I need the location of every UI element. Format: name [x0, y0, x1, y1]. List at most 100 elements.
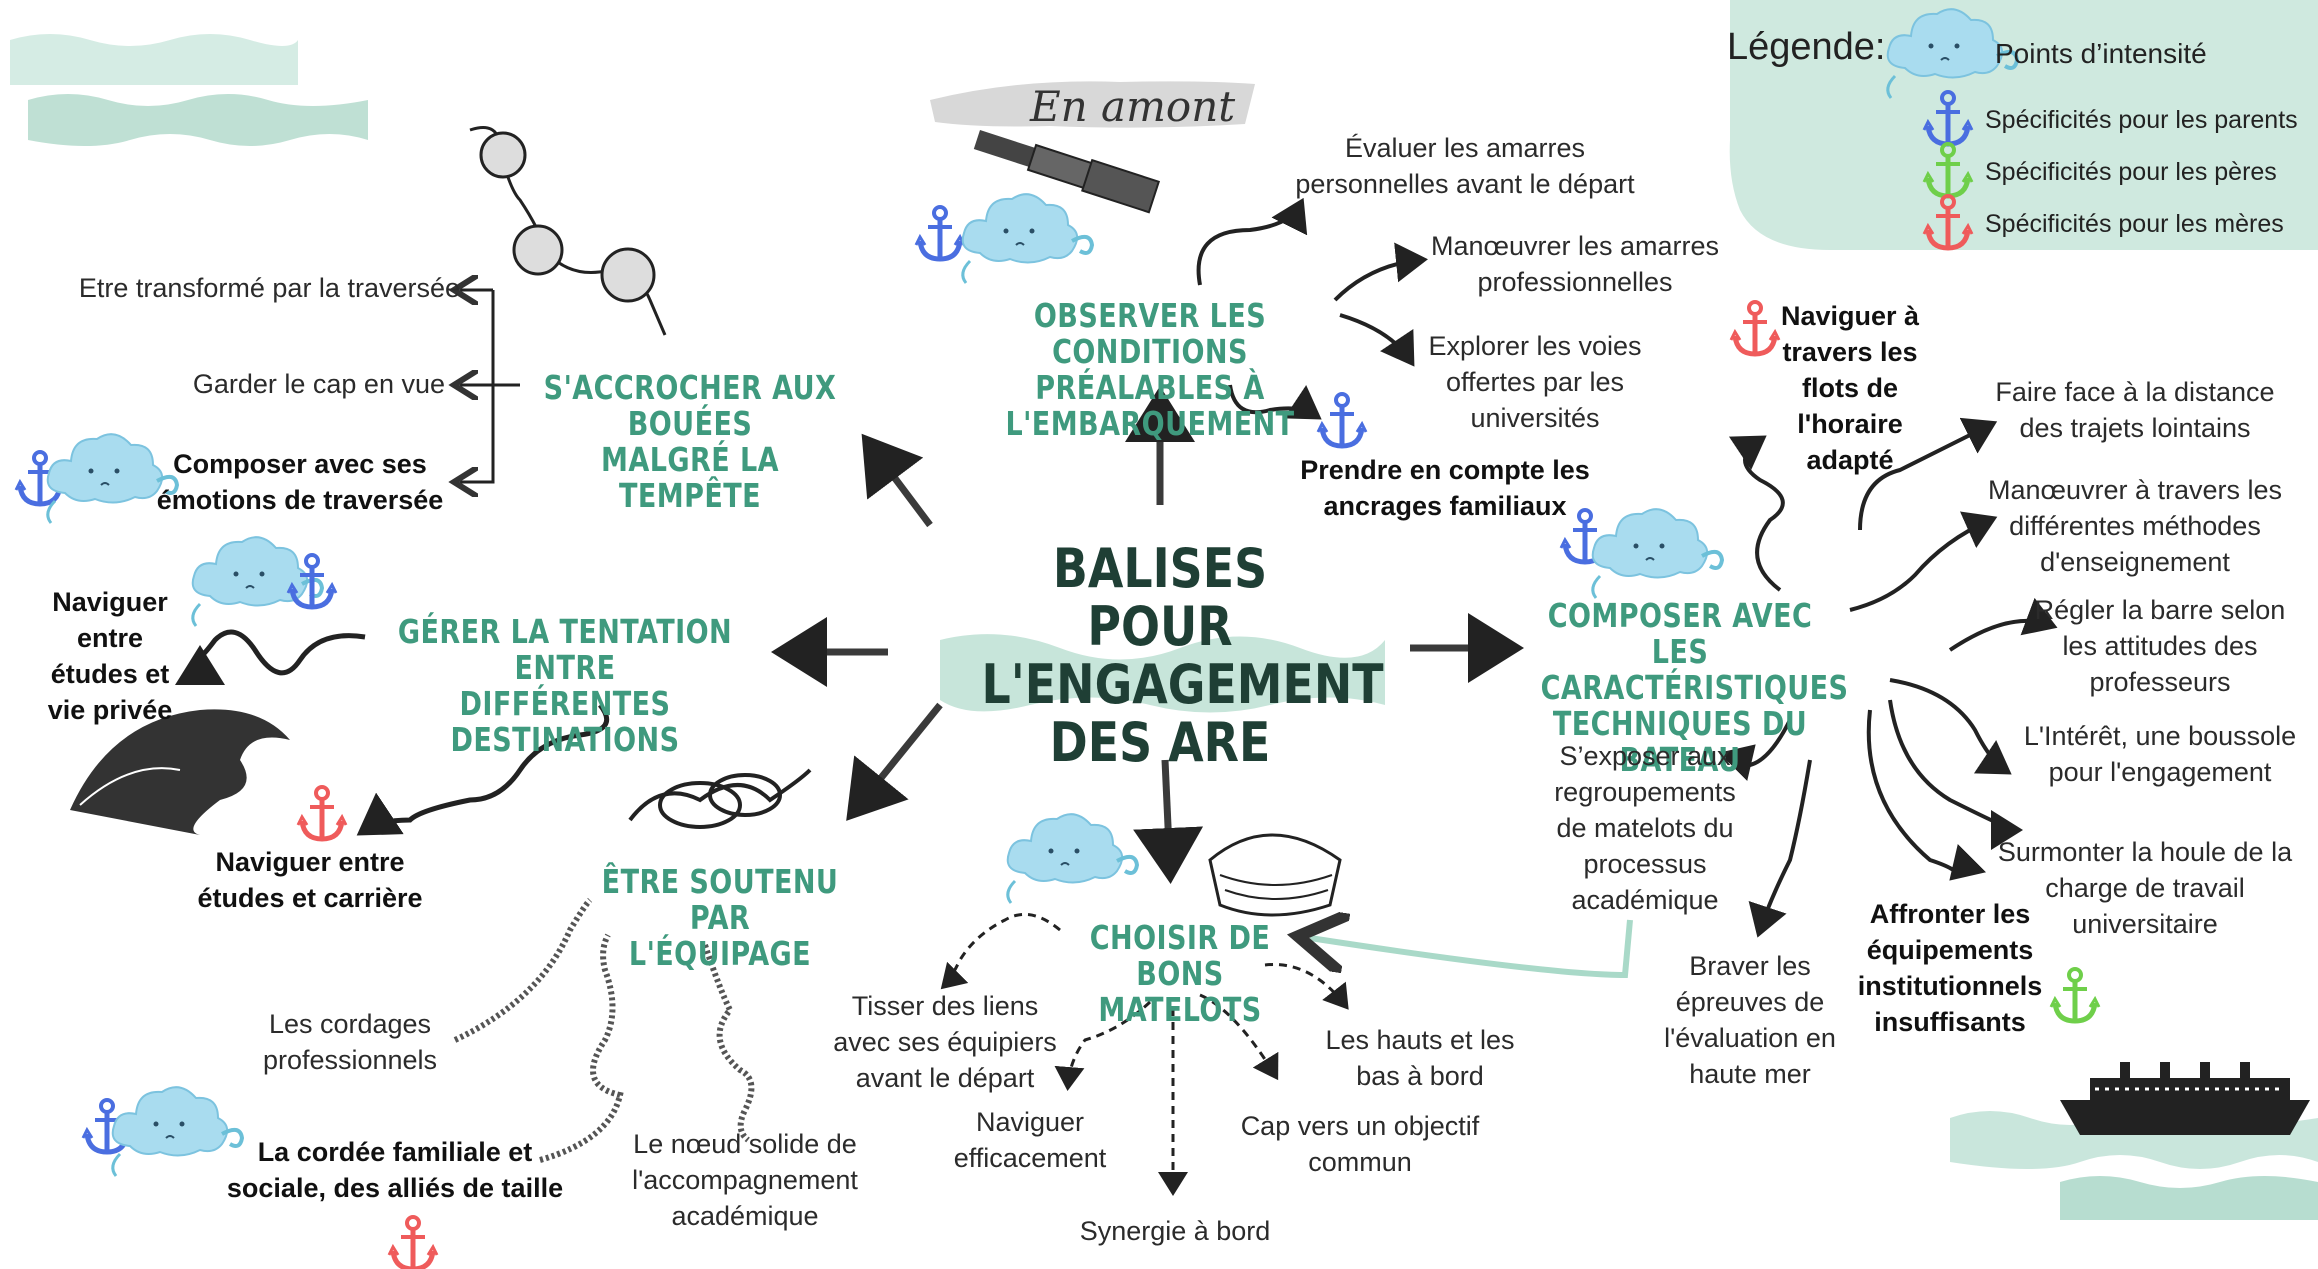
text-line: Évaluer les amarres [1344, 133, 1586, 163]
heading-line: CARACTÉRISTIQUES [1540, 668, 1849, 707]
matelots-item-3: Synergie à bord [1079, 1216, 1271, 1246]
text-line: études et [50, 659, 170, 689]
text-line: bas à bord [1356, 1061, 1484, 1091]
text-line: Explorer les voies [1428, 331, 1642, 361]
text-line: Braver les [1689, 951, 1811, 981]
text-line: personnelles avant le départ [1295, 169, 1635, 199]
telescope-icon [973, 130, 1161, 214]
cloud-icon [1590, 507, 1724, 600]
text-line: émotions de traversée [156, 485, 444, 515]
legend-item-meres: Spécificités pour les mères [1985, 210, 2284, 238]
accrocher-item-2: Garder le cap en vue [192, 369, 445, 399]
text-line: Régler la barre selon [2034, 595, 2286, 625]
text-line: universitaire [2072, 909, 2218, 939]
text-line: Le nœud solide de [633, 1129, 857, 1159]
bateau-arrows [1718, 417, 2058, 938]
matelots-item-2: Naviguer efficacement [930, 1104, 1130, 1176]
text-line: efficacement [953, 1143, 1107, 1173]
heading-line: ÊTRE SOUTENU PAR [601, 862, 839, 937]
text-line: entre [76, 623, 144, 653]
soutenu-heading: ÊTRE SOUTENU PAR L'ÉQUIPAGE [589, 864, 851, 972]
text-line: Naviguer [52, 587, 168, 617]
center-title-line: BALISES POUR [1052, 537, 1268, 658]
heading-line: MATELOTS [1098, 990, 1262, 1029]
text-line: Prendre en compte les [1300, 455, 1590, 485]
accrocher-heading: S'ACCROCHER AUX BOUÉES MALGRÉ LA TEMPÊTE [534, 370, 846, 514]
bateau-item-8: Braver les épreuves de l'évaluation en h… [1655, 948, 1845, 1092]
text-line: Composer avec ses [173, 449, 427, 479]
wave-decoration-top-left [10, 34, 368, 146]
text-line: flots de [1801, 373, 1898, 403]
bateau-item-3: Manœuvrer à travers les différentes méth… [1980, 472, 2290, 580]
anchor-icon [2051, 969, 2099, 1021]
bateau-item-7: Affronter les équipements institutionnel… [1845, 896, 2055, 1040]
en-amont-banner [930, 81, 1255, 128]
anchor-icon [389, 1217, 437, 1269]
center-arrows [771, 386, 1524, 884]
text-line: regroupements [1554, 777, 1736, 807]
text-line: institutionnels [1857, 971, 2043, 1001]
text-line: Tisser des liens [851, 991, 1039, 1021]
text-line: de matelots du [1556, 813, 1734, 843]
text-line: charge de travail [2045, 873, 2245, 903]
text-line: sociale, des alliés de taille [226, 1173, 564, 1203]
anchor-icon [1731, 302, 1779, 354]
rope-icon [453, 897, 755, 1163]
text-line: commun [1308, 1147, 1412, 1177]
observer-item-2: Manœuvrer les amarres professionnelles [1420, 228, 1730, 300]
text-line: pour l'engagement [2048, 757, 2272, 787]
heading-line: TECHNIQUES DU BATEAU [1552, 704, 1808, 779]
text-line: Manœuvrer à travers les [1987, 475, 2283, 505]
center-wave-banner [940, 634, 1385, 713]
text-line: insuffisants [1874, 1007, 2026, 1037]
heading-line: MALGRÉ LA TEMPÊTE [601, 440, 779, 515]
observer-item-4: Prendre en compte les ancrages familiaux [1290, 452, 1600, 524]
accrocher-item-1: Etre transformé par la traversée [78, 273, 460, 303]
heading-line: COMPOSER AVEC LES [1547, 596, 1813, 671]
matelots-heading: CHOISIR DE BONS MATELOTS [1065, 920, 1295, 1028]
text-line: avant le départ [855, 1063, 1035, 1093]
heading-line: S'ACCROCHER AUX BOUÉES [543, 368, 837, 443]
heading-line: PRÉALABLES À L'EMBARQUEMENT [1005, 368, 1295, 443]
text-line: universités [1470, 403, 1600, 433]
buoy-rope-icon [469, 126, 667, 336]
text-line: avec ses équipiers [833, 1027, 1057, 1057]
text-line: professeurs [2089, 667, 2231, 697]
text-line: Manœuvrer les amarres [1430, 231, 1720, 261]
text-line: haute mer [1689, 1059, 1811, 1089]
text-line: des trajets lointains [2019, 413, 2251, 443]
bateau-to-matelots-arrow [1310, 920, 1633, 979]
ship-icon [2060, 1062, 2310, 1135]
heading-line: CHOISIR DE BONS [1089, 918, 1271, 993]
center-title-line: L'ENGAGEMENT [981, 653, 1384, 716]
gerer-item-2: Naviguer entre études et carrière [170, 844, 450, 916]
text-line: adapté [1806, 445, 1894, 475]
wave-crash-icon [70, 709, 290, 835]
text-line: ancrages familiaux [1323, 491, 1567, 521]
accrocher-bracket [460, 290, 520, 482]
gerer-item-1: Naviguer entre études et vie privée [40, 584, 180, 728]
observer-arrows [1196, 197, 1428, 420]
text-line: Naviguer [975, 1107, 1085, 1137]
observer-item-3: Explorer les voies offertes par les univ… [1400, 328, 1670, 436]
soutenu-item-2: La cordée familiale et sociale, des alli… [210, 1134, 580, 1206]
text-line: académique [671, 1201, 819, 1231]
soutenu-item-3: Le nœud solide de l'accompagnement acadé… [610, 1126, 880, 1234]
cloud-icon [190, 535, 324, 628]
text-line: les attitudes des [2062, 631, 2258, 661]
anchor-icon [916, 207, 964, 259]
cloud-icon [1005, 812, 1139, 905]
legend-item-parents: Spécificités pour les parents [1985, 106, 2298, 134]
text-line: Les cordages [268, 1009, 432, 1039]
heading-line: GÉRER LA TENTATION ENTRE [397, 612, 733, 687]
text-line: études et carrière [197, 883, 423, 913]
knot-icon [628, 768, 812, 829]
bateau-item-9: S’exposer aux regroupements de matelots … [1535, 738, 1755, 918]
soutenu-item-1: Les cordages professionnels [230, 1006, 470, 1078]
text-line: Les hauts et les [1325, 1025, 1515, 1055]
legend-item-cloud: Points d’intensité [1995, 38, 2207, 69]
bateau-item-1: Naviguer à travers les flots de l'horair… [1775, 298, 1925, 478]
text-line: processus [1583, 849, 1707, 879]
text-line: La cordée familiale et [257, 1137, 533, 1167]
text-line: Cap vers un objectif [1240, 1111, 1480, 1141]
